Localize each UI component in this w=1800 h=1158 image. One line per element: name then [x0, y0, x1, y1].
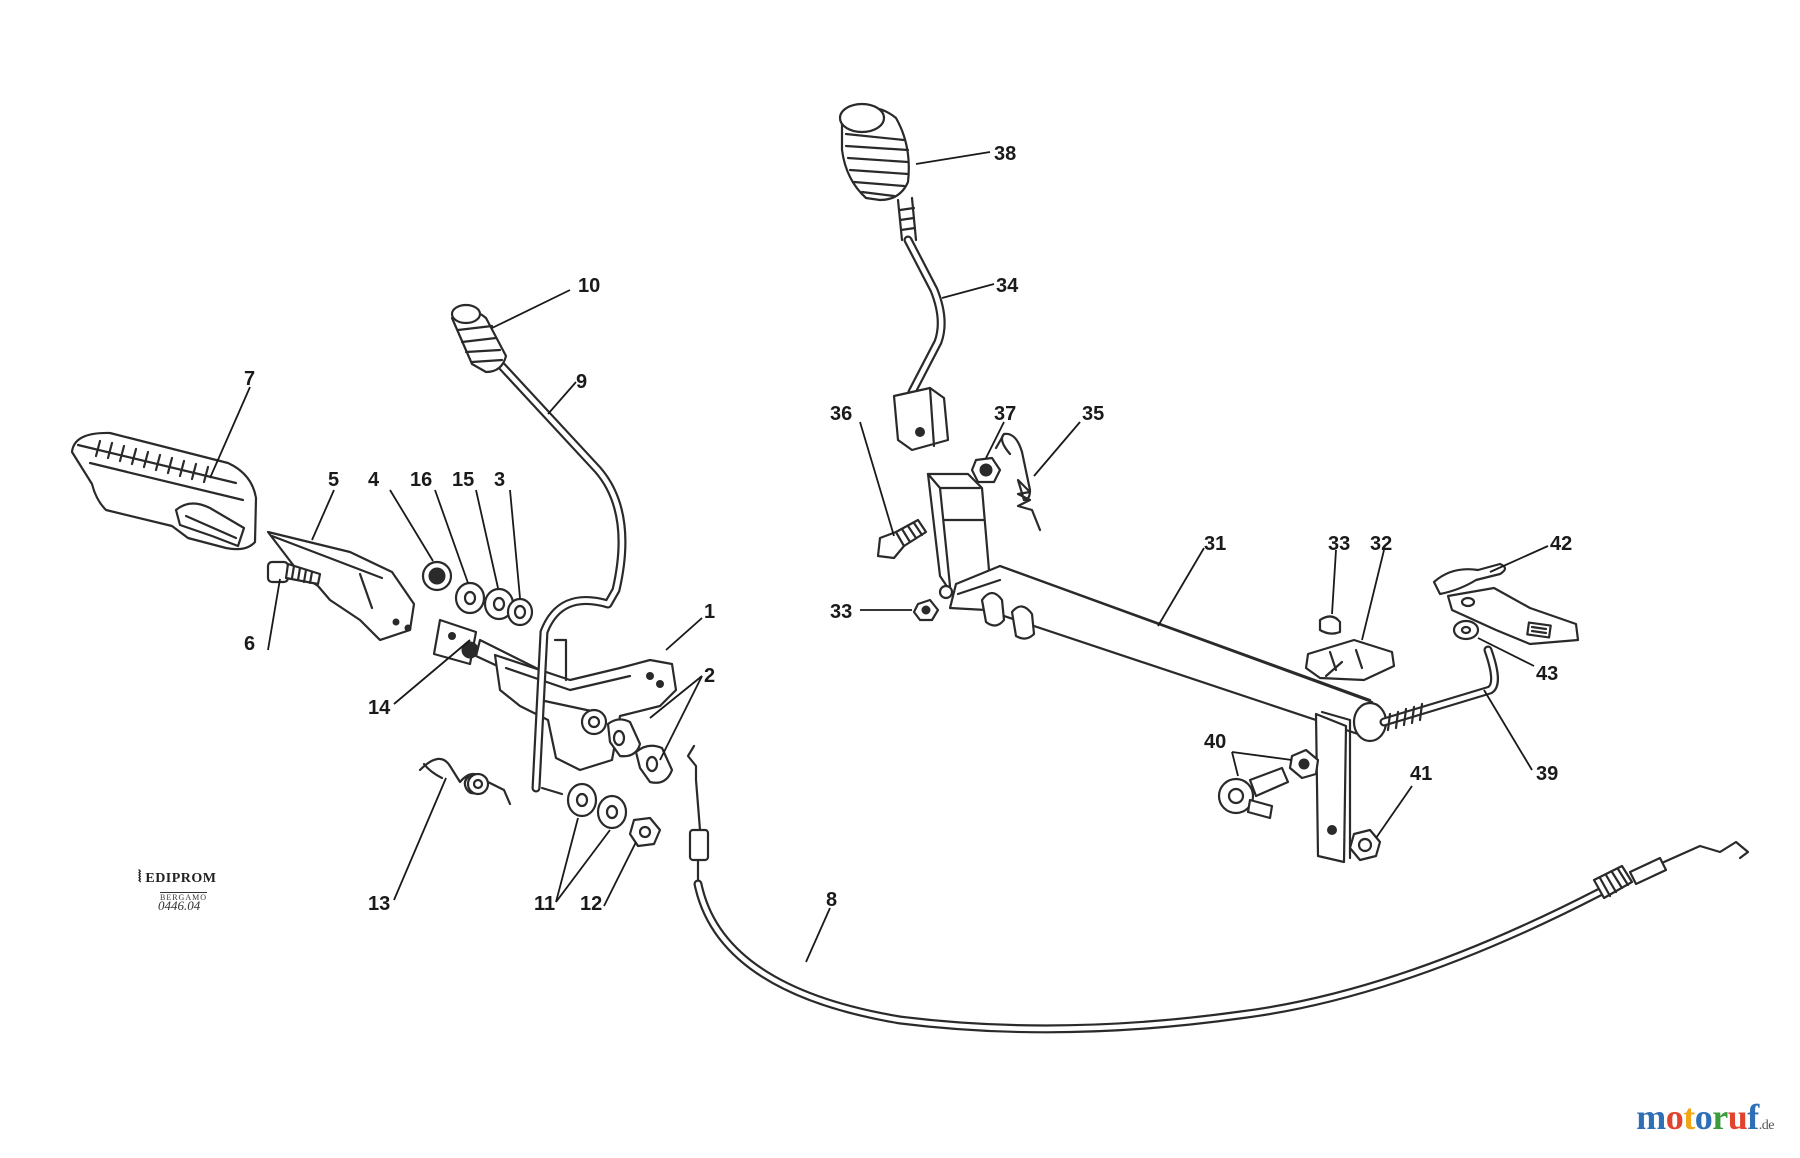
rod-39 [1379, 645, 1499, 732]
pedal-cover [70, 431, 258, 551]
main-shaft-31 [926, 472, 1388, 864]
watermark-letter: o [1665, 1097, 1684, 1137]
watermark-letter: m [1636, 1097, 1666, 1137]
callout-14: 14 [368, 697, 391, 719]
callout-13: 13 [368, 893, 390, 915]
bracket-plate-43 [1432, 562, 1580, 646]
callout-38: 38 [994, 143, 1016, 165]
callout-4: 4 [368, 469, 380, 491]
callout-3: 3 [494, 469, 505, 491]
watermark-letter: f [1747, 1097, 1759, 1137]
callout-6: 6 [244, 633, 255, 655]
publisher-logo-text: EDIPROM [145, 871, 217, 886]
publisher-logo: ⦚EDIPROM BERGAMO [138, 869, 217, 905]
washer-stack [421, 560, 534, 627]
drawing-code: 0446.04 [158, 898, 201, 913]
callout-42: 42 [1550, 533, 1572, 555]
spring-13 [418, 757, 512, 806]
callout-32: 32 [1370, 533, 1392, 555]
callout-41: 41 [1410, 763, 1432, 785]
leader-lines [209, 151, 1549, 963]
nut-41 [1348, 828, 1382, 862]
callout-31: 31 [1204, 533, 1226, 555]
callout-11: 11 [534, 893, 555, 915]
publisher-mark-icon: ⦚ [138, 869, 142, 886]
washers-2 [606, 718, 674, 784]
callout-10: 10 [578, 275, 600, 297]
spring-35 [994, 432, 1042, 532]
washers-11-nut-12 [540, 782, 662, 848]
callout-33-top: 33 [1328, 533, 1350, 555]
big-knob-38 [838, 102, 910, 202]
watermark-letter: t [1683, 1097, 1695, 1137]
callout-34: 34 [996, 275, 1019, 297]
callouts: 1 2 3 4 5 6 7 8 9 10 11 12 13 14 15 16 3… [244, 143, 1572, 915]
callout-33-left: 33 [830, 601, 852, 623]
watermark-letter: o [1694, 1097, 1713, 1137]
watermark-letter: u [1727, 1097, 1748, 1137]
small-knob-10 [450, 303, 508, 374]
callout-43: 43 [1536, 663, 1558, 685]
pedal-plate [266, 530, 416, 642]
callout-7: 7 [244, 368, 255, 390]
callout-35: 35 [1082, 403, 1104, 425]
gear-lever-34 [892, 196, 950, 452]
callout-37: 37 [994, 403, 1016, 425]
bolt-36 [876, 518, 928, 560]
ball-joint-40 [1217, 748, 1320, 820]
callout-5: 5 [328, 469, 339, 491]
callout-40: 40 [1204, 731, 1226, 753]
callout-12: 12 [580, 893, 602, 915]
callout-2: 2 [704, 665, 715, 687]
bolt-6 [266, 560, 322, 586]
callout-36: 36 [830, 403, 852, 425]
watermark-text: motoruf [1636, 1097, 1759, 1137]
nut-37 [970, 456, 1002, 484]
watermark-letter: r [1712, 1097, 1728, 1137]
watermark-tld: .de [1758, 1118, 1775, 1133]
callout-39: 39 [1536, 763, 1558, 785]
watermark: motoruf.de [1636, 1096, 1774, 1138]
lever-rod-9 [493, 357, 627, 793]
callout-16: 16 [410, 469, 432, 491]
cable-8 [686, 744, 1750, 1034]
callout-9: 9 [576, 371, 587, 393]
nut-33-left [912, 598, 940, 622]
callout-8: 8 [826, 889, 837, 911]
publisher-logo-sub: BERGAMO [160, 892, 208, 902]
callout-15: 15 [452, 469, 474, 491]
callout-1: 1 [704, 601, 715, 623]
clip-plate-32 [1304, 615, 1396, 682]
